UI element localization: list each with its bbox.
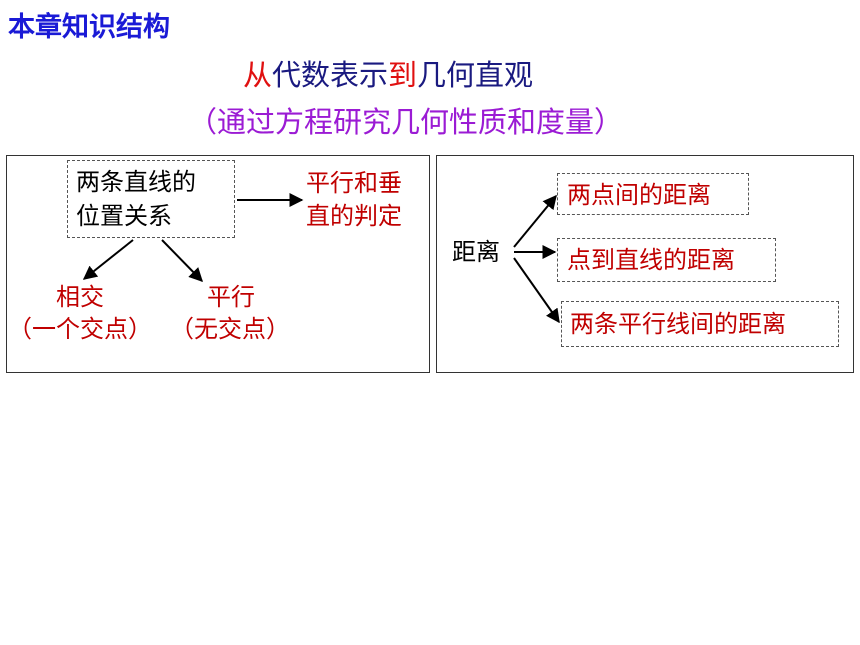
distance-panel — [436, 155, 854, 373]
intersect-label: 相交 — [56, 283, 104, 311]
distance-item-box — [561, 301, 839, 347]
position-relation-line1: 两条直线的 — [76, 168, 196, 196]
parallel-perpendicular-line1: 平行和垂 — [306, 169, 402, 197]
title-part-to: 到 — [388, 58, 418, 92]
distance-item-box — [557, 173, 749, 215]
title-part-algebra: 代数表示 — [272, 58, 389, 92]
distance-item-label: 点到直线的距离 — [567, 246, 735, 274]
distance-root: 距离 — [452, 238, 500, 266]
title-part-geometry: 几何直观 — [417, 58, 534, 92]
distance-item-label: 两点间的距离 — [567, 181, 711, 209]
parallel-perpendicular-line2: 直的判定 — [306, 202, 402, 230]
chapter-title: 本章知识结构 — [8, 12, 170, 43]
distance-item-label: 两条平行线间的距离 — [570, 310, 786, 338]
intersect-note: （一个交点） — [8, 315, 152, 343]
parallel-note: （无交点） — [170, 315, 290, 343]
position-relation-panel — [6, 155, 430, 373]
subtitle: （通过方程研究几何性质和度量） — [188, 105, 624, 139]
position-relation-line2: 位置关系 — [76, 202, 172, 230]
main-title: 从代数表示到几何直观 — [243, 52, 533, 94]
position-relation-box — [67, 160, 235, 238]
parallel-label: 平行 — [207, 283, 255, 311]
title-part-from: 从 — [243, 58, 273, 92]
